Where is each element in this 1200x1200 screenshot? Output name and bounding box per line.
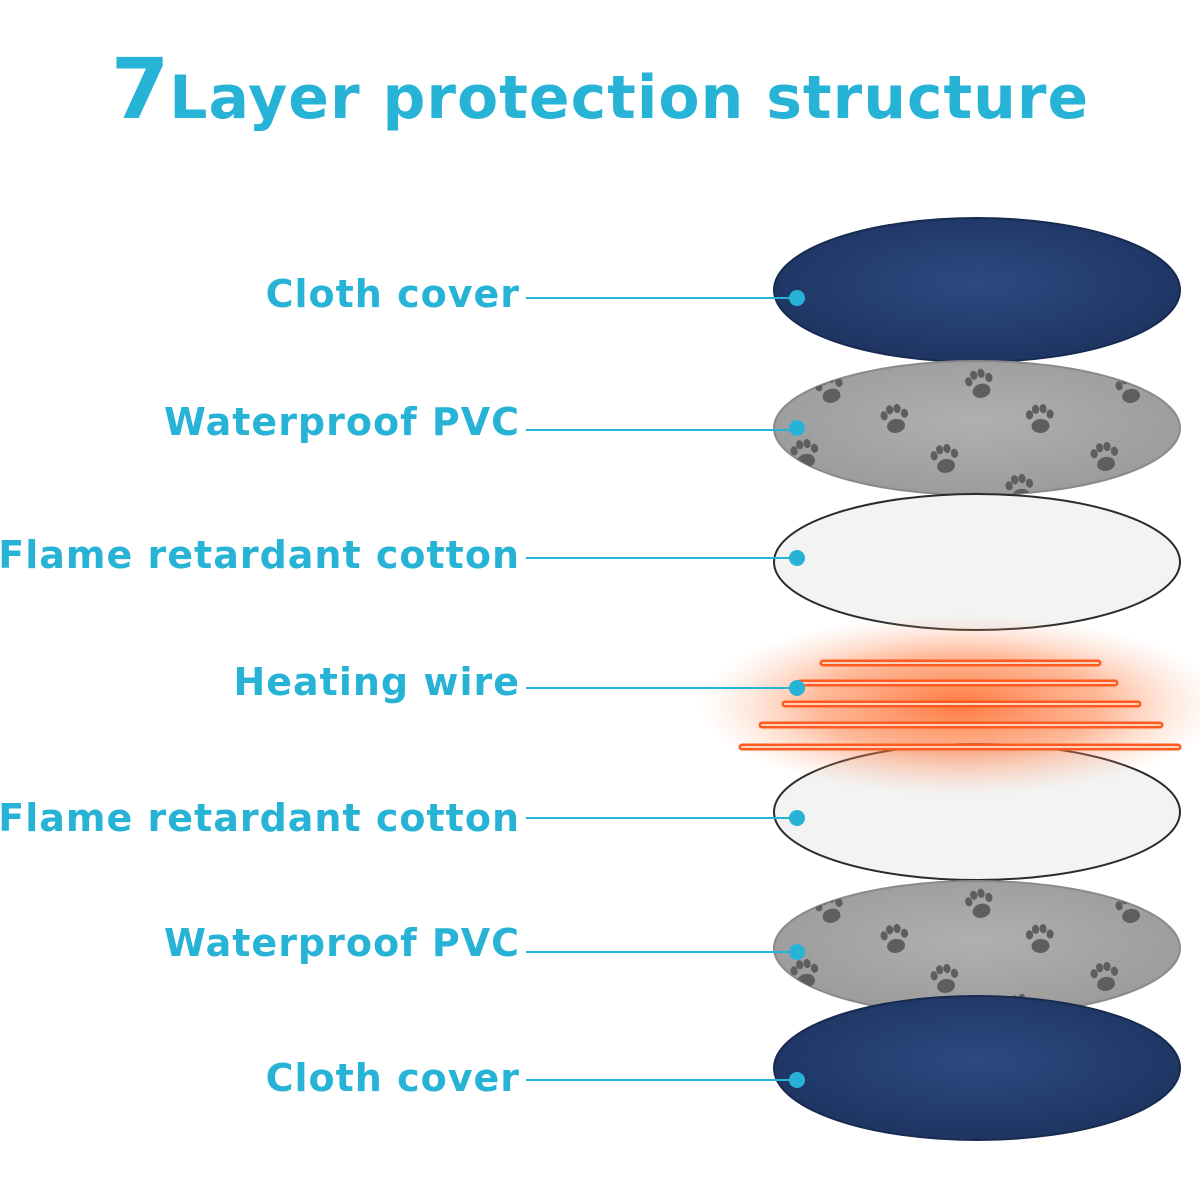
title-number: 7 xyxy=(110,40,170,138)
title-text: Layer protection structure xyxy=(169,63,1090,133)
label-flame-retardant-cotton-top: Flame retardant cotton xyxy=(0,533,520,577)
label-cloth-cover-bottom: Cloth cover xyxy=(265,1056,520,1100)
connector-dot-cotton-top xyxy=(789,550,805,566)
label-heating-wire: Heating wire xyxy=(233,660,520,704)
label-cloth-cover-top: Cloth cover xyxy=(265,272,520,316)
flame-retardant-cotton-top-layer xyxy=(773,493,1181,631)
label-flame-retardant-cotton-bottom: Flame retardant cotton xyxy=(0,796,520,840)
connector-dot-pvc-top xyxy=(789,420,805,436)
waterproof-pvc-bottom-layer xyxy=(773,880,1181,1016)
connector-dot-pvc-bottom xyxy=(789,944,805,960)
connector-dot-cloth-bottom xyxy=(789,1072,805,1088)
waterproof-pvc-top-layer xyxy=(773,360,1181,496)
connector-dot-cloth-top xyxy=(789,290,805,306)
connector-dot-cotton-bottom xyxy=(789,810,805,826)
cloth-cover-top-layer xyxy=(773,217,1181,363)
label-waterproof-pvc-top: Waterproof PVC xyxy=(164,400,520,444)
diagram-title: 7Layer protection structure xyxy=(0,40,1200,138)
label-waterproof-pvc-bottom: Waterproof PVC xyxy=(164,921,520,965)
cloth-cover-bottom-layer xyxy=(773,995,1181,1141)
connector-dot-heating-wire xyxy=(789,680,805,696)
